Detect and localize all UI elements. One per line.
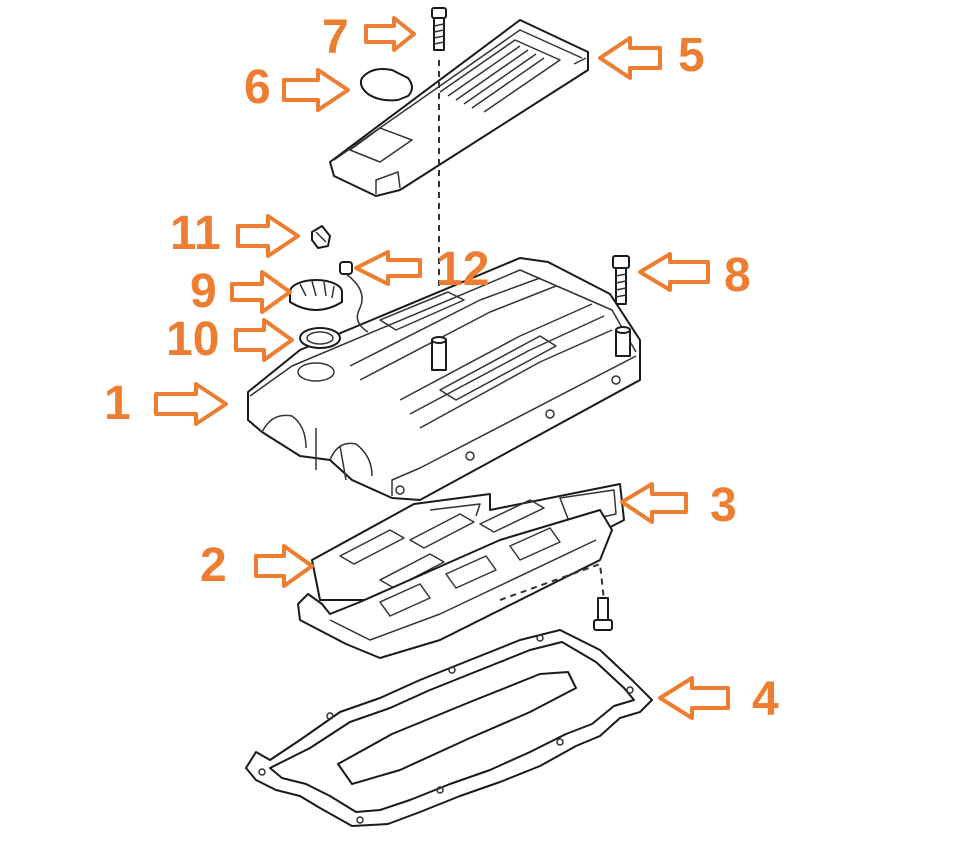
arrow-7 (364, 16, 416, 52)
top-bolt-part (431, 7, 447, 51)
arrow-8 (638, 252, 710, 292)
callout-1: 1 (104, 377, 131, 430)
callout-3: 3 (710, 479, 737, 532)
arrow-1 (154, 382, 228, 426)
top-cover-part (329, 19, 589, 197)
callout-8: 8 (724, 249, 751, 302)
sensor-fitting-part (311, 225, 331, 249)
valve-cover-part (247, 257, 641, 501)
arrow-12 (354, 250, 422, 286)
callout-10: 10 (166, 313, 220, 366)
baffle-plate-part (311, 483, 625, 601)
callout-11: 11 (170, 207, 221, 260)
callout-12: 12 (436, 243, 490, 296)
oil-cap-part (289, 279, 343, 311)
callout-6: 6 (244, 61, 271, 114)
arrow-4 (658, 676, 730, 720)
arrow-2 (254, 544, 314, 588)
arrow-11 (236, 214, 300, 258)
arrow-10 (234, 318, 294, 362)
arrow-3 (620, 482, 688, 524)
arrow-5 (598, 36, 662, 80)
callout-5: 5 (678, 29, 705, 82)
gasket-part (245, 629, 653, 827)
plate-bolt-part (593, 597, 613, 631)
lower-baffle-part (297, 509, 613, 659)
arrow-9 (230, 270, 292, 314)
seal-ring-part (299, 327, 341, 349)
callout-4: 4 (752, 673, 779, 726)
callout-9: 9 (190, 265, 217, 318)
cap-plate-part (359, 68, 413, 102)
assembly-line-bottom (499, 562, 605, 601)
arrow-6 (282, 68, 350, 112)
side-bolt-part (612, 255, 630, 305)
hose-nipple-part (339, 261, 369, 333)
callout-7: 7 (322, 11, 349, 64)
callout-2: 2 (200, 539, 227, 592)
